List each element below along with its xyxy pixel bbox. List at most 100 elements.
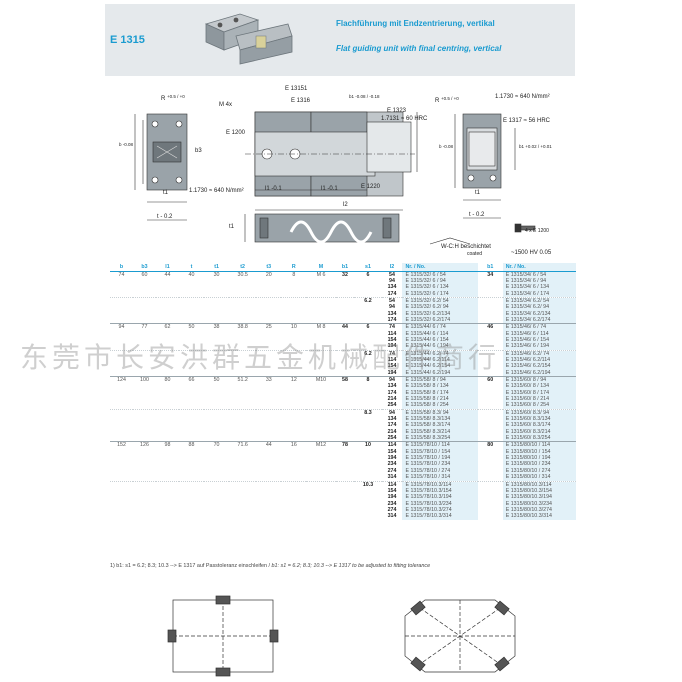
- table-cell: E 1315/44/ 6 / 194: [402, 343, 478, 351]
- table-cell: 80: [155, 376, 179, 384]
- table-cell: [281, 296, 307, 305]
- label-b: b -0.08: [119, 142, 134, 147]
- table-cell: 254: [387, 402, 397, 409]
- table-cell: [256, 402, 281, 409]
- table-cell: 54: [381, 296, 403, 305]
- table-cell: [478, 435, 503, 442]
- table-cell: [229, 408, 257, 417]
- table-cell: 71.6: [229, 441, 257, 449]
- table-cell: [256, 317, 281, 324]
- table-cell: 12: [281, 376, 307, 384]
- table-cell: 51.2: [229, 376, 257, 384]
- table-cell: 60: [477, 376, 503, 384]
- table-cell: [256, 349, 282, 357]
- table-cell: E 1315/60/ 8.3/174: [502, 422, 576, 429]
- table-cell: E 1315/58/ 8 / 254: [402, 402, 478, 410]
- label-t1-right: t1: [475, 190, 481, 196]
- title-german: Flachführung mit Endzentrierung, vertika…: [336, 19, 495, 28]
- table-cell: 46: [477, 323, 503, 331]
- table-cell: [306, 513, 335, 519]
- table-cell: E 1315/58/ 8 / 134: [402, 383, 478, 390]
- label-t-right: t - 0.2: [469, 212, 485, 218]
- table-cell: [110, 291, 133, 298]
- table-cell: [132, 408, 156, 417]
- table-cell: [354, 291, 381, 298]
- table-cell: [256, 435, 281, 442]
- table-cell: [156, 474, 179, 481]
- table-cell: 6.2: [354, 349, 382, 357]
- table-cell: E 1315/60/ 8.3/ 94: [502, 408, 576, 417]
- label-r-right-tol: +0.5 / +0: [441, 96, 459, 101]
- table-cell: 194: [387, 343, 397, 350]
- table-cell: 94: [110, 323, 133, 331]
- table-cell: [110, 402, 133, 409]
- table-cell: E 1315/32/ 6 / 134: [402, 284, 478, 291]
- table-cell: E 1315/80/10.3/274: [502, 506, 576, 514]
- table-cell: E 1315/34/ 6 / 174: [502, 290, 576, 298]
- label-t1: t1: [163, 190, 169, 196]
- table-cell: 94: [381, 408, 403, 417]
- table-cell: E 1315/44/ 6 / 114: [402, 330, 478, 337]
- table-cell: [155, 480, 179, 488]
- table-cell: 80: [477, 441, 503, 449]
- table-cell: 50: [178, 323, 205, 331]
- table-cell: E 1315/32/ 6 / 174: [402, 290, 478, 298]
- application-drawings: [140, 590, 560, 682]
- table-cell: 74: [381, 349, 403, 357]
- column-header: M: [306, 263, 336, 272]
- table-cell: E 1315/32/ 6.2/174: [402, 316, 478, 324]
- table-cell: [179, 435, 204, 442]
- table-cell: [281, 408, 307, 417]
- table-cell: E 1315/46/ 6.2/154: [502, 363, 576, 370]
- table-cell: 38: [204, 323, 230, 331]
- table-cell: 34: [477, 270, 503, 278]
- table-cell: E 1315/44/ 6.2/194: [402, 369, 478, 377]
- table-cell: E 1315/78/10 / 314: [402, 474, 478, 481]
- table-cell: E 1315/58/ 8.3/ 94: [402, 408, 478, 417]
- table-cell: [132, 296, 156, 305]
- table-cell: 78: [335, 441, 355, 449]
- table-cell: [477, 349, 503, 357]
- table-cell: [256, 480, 282, 488]
- table-cell: 44: [335, 323, 355, 331]
- table-cell: 134: [387, 383, 397, 390]
- table-cell: E 1315/34/ 6.2/174: [502, 316, 576, 324]
- table-cell: E 1315/60/ 8.3/214: [502, 428, 576, 436]
- table-cell: [256, 408, 282, 417]
- column-header: t1: [204, 263, 230, 272]
- table-cell: 124: [110, 376, 133, 384]
- table-cell: 114: [381, 441, 403, 449]
- table-cell: 88: [178, 441, 205, 449]
- table-cell: 154: [387, 448, 397, 455]
- table-cell: M10: [306, 376, 336, 384]
- table-cell: E 1315/32/ 6.2/ 54: [402, 296, 478, 305]
- table-cell: [155, 349, 179, 357]
- table-cell: E 1315/58/ 8.3/174: [402, 422, 478, 429]
- table-cell: E 1315/78/10 / 274: [402, 467, 478, 475]
- label-wc-line2: coated: [467, 251, 483, 257]
- label-e1220: E 1220: [361, 184, 381, 190]
- table-cell: [110, 349, 133, 357]
- table-cell: 214: [387, 396, 397, 403]
- table-cell: [477, 408, 503, 417]
- label-hrc60: 1.7131 ≈ 60 HRC: [381, 116, 428, 122]
- table-cell: [229, 349, 257, 357]
- table-cell: [306, 291, 335, 298]
- table-cell: [155, 408, 179, 417]
- table-cell: E 1315/80/10.3/314: [502, 513, 576, 520]
- table-cell: [256, 296, 282, 305]
- table-cell: 154: [387, 487, 397, 494]
- table-cell: [281, 349, 307, 357]
- table-cell: [179, 291, 204, 298]
- table-cell: E 1315/78/10.3/194: [402, 494, 478, 501]
